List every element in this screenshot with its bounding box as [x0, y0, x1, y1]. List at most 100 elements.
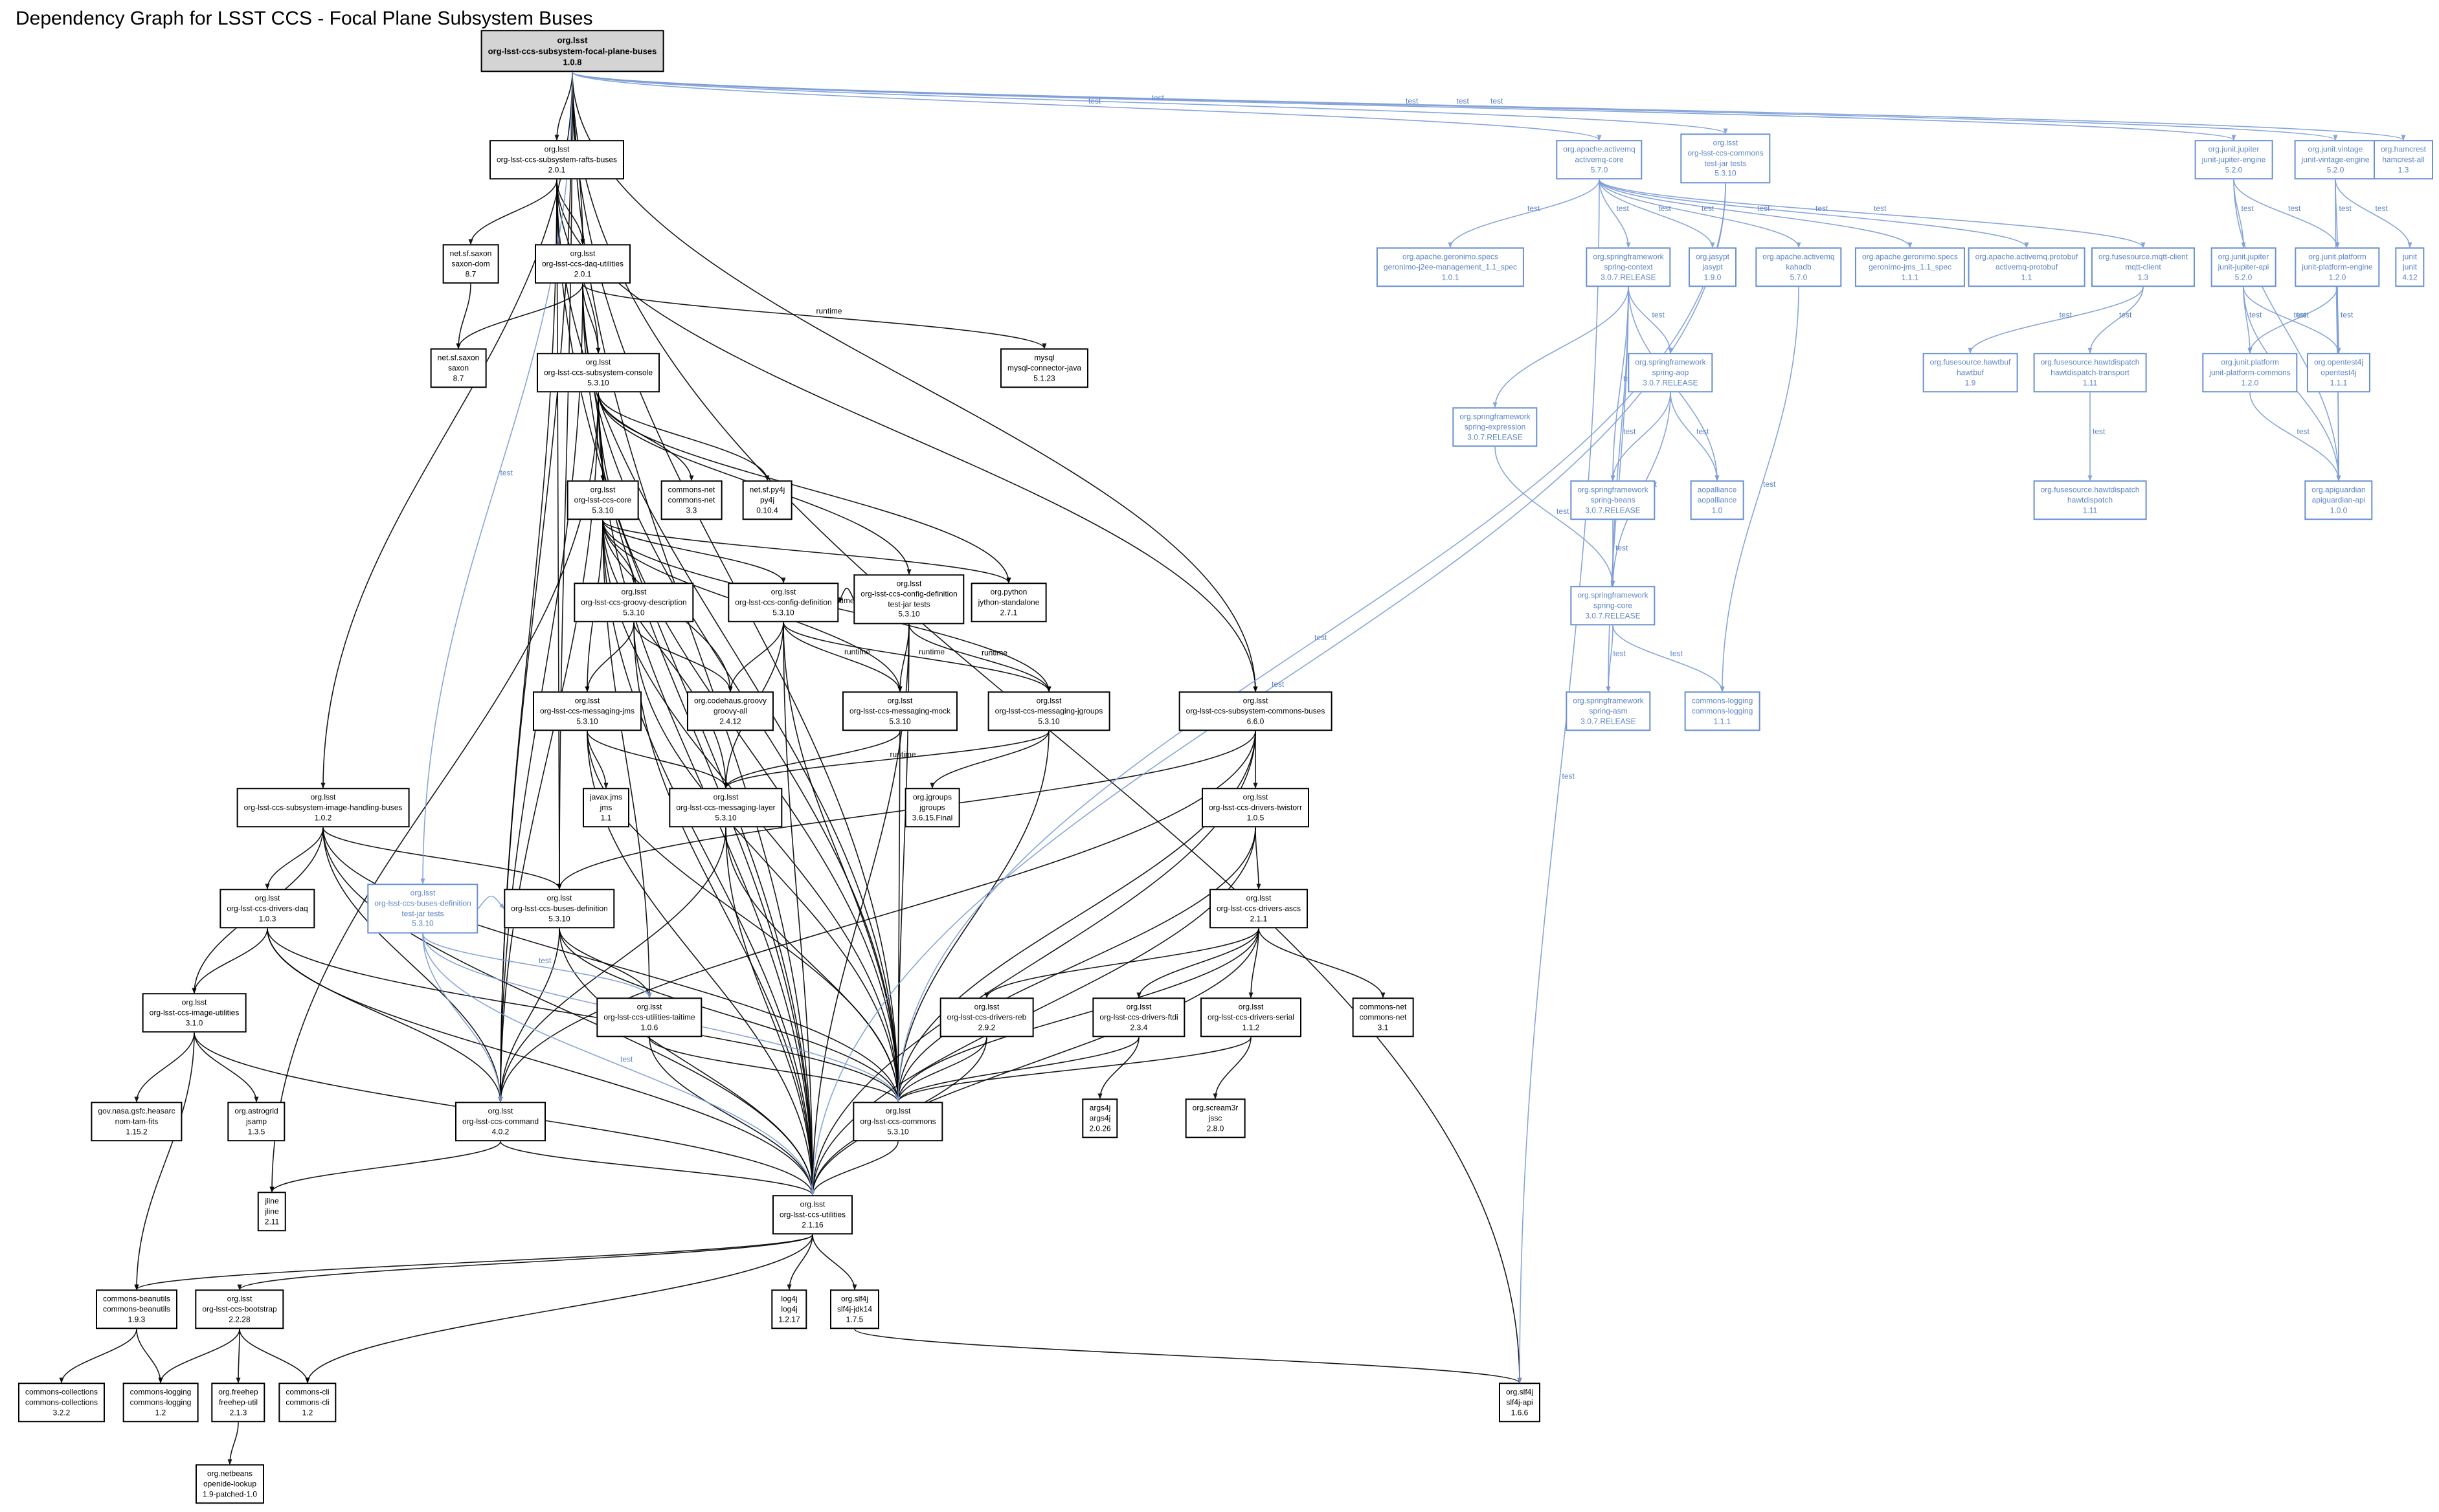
edge-config-definition--groovy-all: [728, 622, 784, 693]
node-commons-logging-line-2: 1.2: [155, 1407, 166, 1417]
node-hawtdispatch-transport-line-0: org.fusesource.hawtdispatch: [2040, 357, 2140, 367]
node-spring-asm-line-1: spring-asm: [1589, 706, 1628, 716]
edge-messaging-layer--command: [498, 827, 726, 1103]
node-buses-definition-tests-line-0: org.lsst: [410, 888, 436, 898]
edge-command--jline: [269, 1141, 501, 1193]
edge-console--jline: [269, 392, 599, 1193]
node-junit-vintage-engine-line-1: junit-vintage-engine: [2301, 155, 2370, 164]
edge-core--config-definition: [602, 520, 786, 584]
edge-image-utilities--nom-tam-fits: [134, 1032, 195, 1103]
node-spring-context-line-2: 3.0.7.RELEASE: [1601, 272, 1656, 282]
node-messaging-layer-line-2: 5.3.10: [715, 812, 737, 822]
node-opentest4j-line-1: opentest4j: [2321, 368, 2357, 377]
node-config-definition-line-0: org.lsst: [770, 587, 796, 597]
node-mysql-line-2: 5.1.23: [1033, 373, 1055, 383]
edge-label-junit-platform-engine--opentest4j: test: [2341, 311, 2354, 320]
node-commons-net-33-line-2: 3.3: [686, 505, 697, 515]
node-messaging-mock-line-2: 5.3.10: [889, 716, 911, 726]
node-root-line-2: 1.0.8: [563, 57, 582, 67]
edge-config-definition--messaging-jgroups: [783, 622, 1051, 693]
node-activemq-core-line-1: activemq-core: [1575, 155, 1624, 164]
node-config-definition-tests-line-3: 5.3.10: [898, 609, 920, 619]
node-messaging-layer-line-1: org-lsst-ccs-messaging-layer: [676, 803, 776, 812]
edge-spring-context--spring-aop: [1628, 287, 1673, 354]
node-spring-aop-line-1: spring-aop: [1652, 368, 1689, 377]
edge-label-mqtt-client--hawtbuf: test: [2060, 311, 2073, 320]
node-slf4j-jdk14-line-2: 1.7.5: [846, 1314, 864, 1324]
edge-activemq-core--activemq-protobuf: [1599, 179, 2029, 249]
node-hawtdispatch-line-2: 1.11: [2082, 505, 2098, 515]
node-junit-line-0: junit: [2402, 252, 2418, 261]
edge-slf4j-jdk14--slf4j-api: [854, 1328, 1522, 1384]
edge-rafts--daq-utilities: [556, 179, 585, 245]
node-log4j-line-2: 1.2.17: [778, 1314, 800, 1324]
edge-messaging-layer--utilities: [725, 827, 815, 1196]
edge-root--junit-jupiter-engine: [572, 71, 2236, 141]
node-py4j-line-0: net.sf.py4j: [749, 485, 785, 495]
edge-label-activemq-core--spring-context: test: [1617, 204, 1630, 213]
edge-label-daq-utilities--mysql: runtime: [816, 307, 842, 316]
node-beanutils-line-1: commons-beanutils: [102, 1304, 171, 1314]
node-py4j-line-1: py4j: [759, 495, 775, 505]
node-jms-line-0: javax.jms: [589, 792, 623, 802]
node-geronimo-j2ee-line-2: 1.0.1: [1441, 272, 1459, 282]
edge-command--utilities: [500, 1141, 815, 1196]
edge-label-mqtt-client--hawtdispatch-transport: test: [2119, 311, 2132, 320]
edge-kahadb--commons-logging-111: [1720, 287, 1799, 693]
node-beanutils-line-2: 1.9.3: [128, 1314, 146, 1324]
edge-label-buses-definition-tests--taitime: test: [539, 956, 552, 965]
edge-config-definition--utilities: [783, 622, 815, 1196]
edge-label-activemq-core--slf4j-api: test: [1562, 772, 1575, 781]
node-junit-jupiter-api-line-0: org.junit.jupiter: [2218, 252, 2269, 261]
node-root-line-1: org-lsst-ccs-subsystem-focal-plane-buses: [488, 46, 657, 56]
node-commons-buses-line-2: 6.6.0: [1246, 716, 1264, 726]
node-buses-definition-line-2: 5.3.10: [548, 913, 570, 923]
node-mqtt-client-line-0: org.fusesource.mqtt-client: [2098, 252, 2188, 261]
node-commons-logging-111-line-0: commons-logging: [1691, 696, 1753, 706]
graph-title: Dependency Graph for LSST CCS - Focal Pl…: [16, 8, 593, 29]
node-freehep-util-line-2: 2.1.3: [229, 1407, 247, 1417]
node-args4j-line-1: args4j: [1089, 1113, 1111, 1123]
edge-daq-utilities--saxon: [456, 284, 583, 350]
edge-activemq-core--geronimo-jms: [1599, 179, 1913, 249]
node-drivers-ftdi-line-0: org.lsst: [1126, 1002, 1152, 1012]
node-taitime-line-0: org.lsst: [636, 1002, 662, 1012]
node-junit-platform-commons-line-0: org.junit.platform: [2221, 357, 2279, 367]
node-jgroups-line-0: org.jgroups: [912, 792, 952, 802]
node-image-handling-line-2: 1.0.2: [314, 812, 332, 822]
edge-label-ccs-commons-tests--utilities: test: [1272, 680, 1285, 689]
node-ccs-commons-line-2: 5.3.10: [887, 1126, 909, 1136]
node-slf4j-api-line-0: org.slf4j: [1505, 1387, 1534, 1397]
node-openide-lookup-line-2: 1.9-patched-1.0: [202, 1489, 258, 1498]
node-junit-platform-engine-line-0: org.junit.platform: [2308, 252, 2366, 261]
node-opentest4j-line-0: org.opentest4j: [2313, 357, 2364, 367]
edge-spring-core--commons-logging-111: [1612, 625, 1725, 693]
edge-saxon-dom--saxon: [456, 284, 471, 350]
node-kahadb-line-2: 5.7.0: [1790, 272, 1808, 282]
node-spring-aop-line-2: 3.0.7.RELEASE: [1643, 377, 1698, 387]
edge-drivers-ftdi--args4j: [1097, 1037, 1140, 1100]
edge-messaging-layer--ccs-commons: [725, 827, 901, 1103]
node-bootstrap-line-2: 2.2.28: [229, 1314, 251, 1324]
edge-label-junit-jupiter-api--junit-platform-commons: test: [2249, 311, 2262, 320]
node-mysql-line-1: mysql-connector-java: [1007, 363, 1082, 373]
